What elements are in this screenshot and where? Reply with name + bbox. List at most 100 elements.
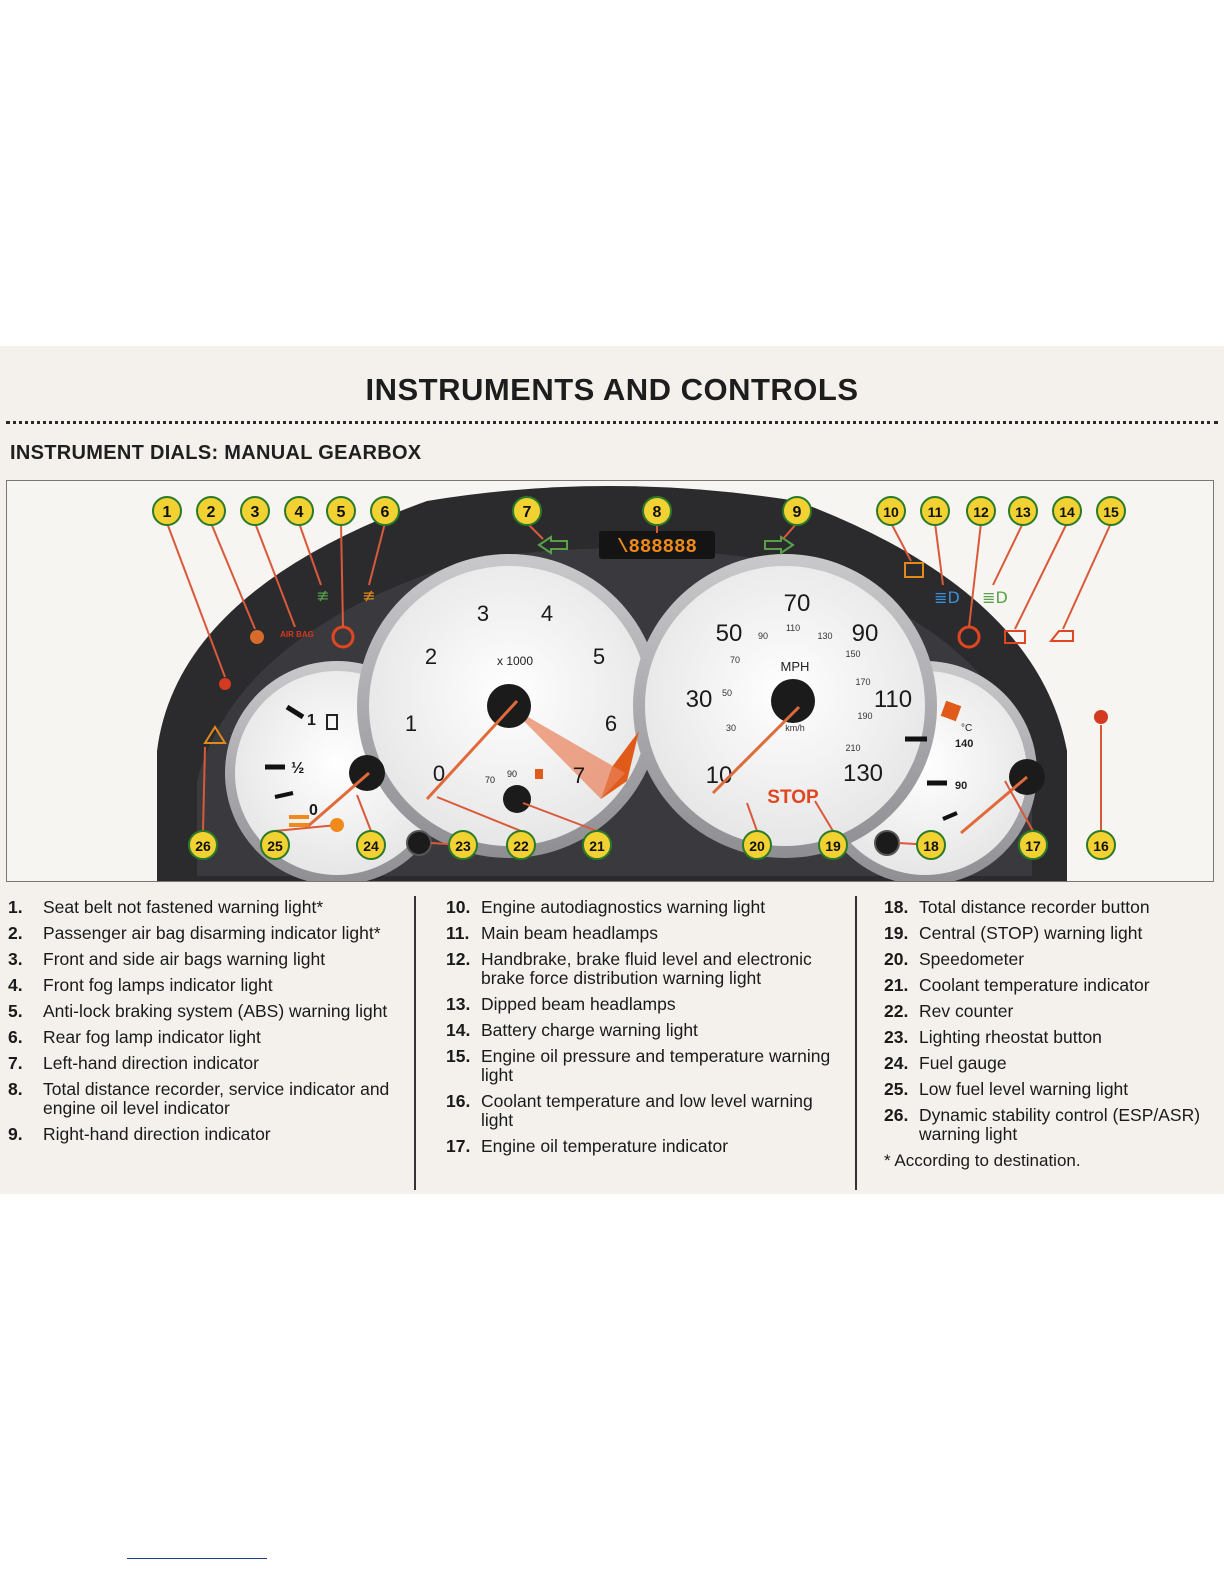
callout-5: 5 [327, 497, 355, 525]
callout-10: 10 [877, 497, 905, 525]
legend-number: 2. [8, 924, 23, 943]
callout-11: 11 [921, 497, 949, 525]
legend-item: 23.Lighting rheostat button [884, 1028, 1224, 1047]
callout-number: 13 [1015, 504, 1031, 520]
front-fog-icon: ≢ [316, 586, 329, 605]
legend-text: Seat belt not fastened warning light* [43, 897, 323, 917]
legend-item: 10.Engine autodiagnostics warning light [446, 898, 832, 917]
legend-item: 5.Anti-lock braking system (ABS) warning… [8, 1002, 392, 1021]
callout-number: 17 [1025, 838, 1041, 854]
legend-number: 24. [884, 1054, 908, 1073]
rev-unit-label: x 1000 [497, 654, 533, 668]
column-divider [414, 896, 416, 1190]
legend-number: 12. [446, 950, 470, 969]
legend-number: 9. [8, 1125, 23, 1144]
legend-text: Total distance recorder button [919, 897, 1150, 917]
rev-tick-7: 7 [573, 763, 585, 788]
rev-tick-2: 2 [425, 644, 437, 669]
callout-number: 10 [883, 504, 899, 520]
speed-tick-30: 30 [686, 686, 713, 713]
legend-text: Rear fog lamp indicator light [43, 1027, 261, 1047]
callout-15: 15 [1097, 497, 1125, 525]
legend-text: Front fog lamps indicator light [43, 975, 273, 995]
legend-item: 20. Speedometer [884, 950, 1224, 969]
callout-19: 19 [819, 831, 847, 859]
callout-number: 5 [337, 504, 346, 521]
callout-number: 3 [251, 504, 260, 521]
kmh-tick-50: 50 [722, 688, 732, 698]
legend-text: Coolant temperature indicator [919, 975, 1150, 995]
coolant-warning-icon [535, 769, 543, 779]
legend-number: 25. [884, 1080, 908, 1099]
total-distance-button [875, 831, 899, 855]
seat-belt-warning-icon [219, 678, 231, 690]
callout-number: 2 [207, 504, 216, 521]
legend-item: 6. Rear fog lamp indicator light [8, 1028, 392, 1047]
legend-text: Speedometer [919, 949, 1024, 969]
legend-text: Coolant temperature and low level warnin… [481, 1091, 813, 1130]
legend-text: Anti-lock braking system (ABS) warning l… [43, 1001, 387, 1021]
callout-number: 26 [195, 838, 211, 854]
kmh-tick-90: 90 [758, 631, 768, 641]
legend-item: 4.Front fog lamps indicator light [8, 976, 392, 995]
instrument-dials-diagram: 0 1 2 3 4 5 6 7 x 1000 70 90 10 30 50 70… [6, 480, 1214, 882]
callout-number: 11 [928, 504, 943, 520]
callout-23: 23 [449, 831, 477, 859]
coolant-warning-light-icon [1094, 710, 1108, 724]
callout-number: 15 [1103, 504, 1119, 520]
legend-text: Dynamic stability control (ESP/ASR) warn… [919, 1105, 1200, 1144]
legend-item: 18.Total distance recorder button [884, 898, 1224, 917]
legend-text: Right-hand direction indicator [43, 1124, 271, 1144]
section-heading: INSTRUMENT DIALS: MANUAL GEARBOX [10, 442, 421, 465]
callout-25: 25 [261, 831, 289, 859]
rev-tick-5: 5 [593, 644, 605, 669]
kmh-tick-210: 210 [845, 743, 860, 753]
fuel-label-full: 1 [307, 712, 316, 729]
callout-number: 23 [455, 838, 471, 854]
callout-7: 7 [513, 497, 541, 525]
coolant-label-90: 90 [507, 769, 517, 779]
callout-number: 24 [363, 838, 379, 854]
callout-8: 8 [643, 497, 671, 525]
callout-20: 20 [743, 831, 771, 859]
footnote: * According to destination. [884, 1151, 1224, 1170]
callout-22: 22 [507, 831, 535, 859]
legend-item: 3. Front and side air bags warning light [8, 950, 392, 969]
callout-number: 8 [653, 504, 662, 521]
legend-item: 17.Engine oil temperature indicator [446, 1137, 832, 1156]
callout-13: 13 [1009, 497, 1037, 525]
legend-item: 12.Handbrake, brake fluid level and elec… [446, 950, 832, 988]
legend-text: Central (STOP) warning light [919, 923, 1142, 943]
legend-text: Dipped beam headlamps [481, 994, 676, 1014]
legend-text: Rev counter [919, 1001, 1013, 1021]
legend-item: 25.Low fuel level warning light [884, 1080, 1224, 1099]
page-title: INSTRUMENTS AND CONTROLS [0, 372, 1224, 408]
legend-number: 6. [8, 1028, 23, 1047]
speed-unit-small: km/h [785, 723, 805, 733]
callout-17: 17 [1019, 831, 1047, 859]
coolant-subdial [503, 785, 531, 813]
legend-item: 1.Seat belt not fastened warning light* [8, 898, 392, 917]
callout-number: 22 [513, 838, 529, 854]
dotted-divider [6, 421, 1218, 424]
legend-item: 7.Left-hand direction indicator [8, 1054, 392, 1073]
callout-number: 18 [923, 838, 939, 854]
speed-tick-130: 130 [843, 760, 883, 787]
kmh-tick-70: 70 [730, 655, 740, 665]
legend-item: 26.Dynamic stability control (ESP/ASR) w… [884, 1106, 1224, 1144]
legend-item: 13.Dipped beam headlamps [446, 995, 832, 1014]
legend-text: Front and side air bags warning light [43, 949, 325, 969]
legend-number: 8. [8, 1080, 23, 1099]
legend-text: Fuel gauge [919, 1053, 1007, 1073]
legend-number: 3. [8, 950, 23, 969]
kmh-tick-190: 190 [857, 711, 872, 721]
speed-unit-label: MPH [781, 659, 810, 674]
lighting-rheostat-button [407, 831, 431, 855]
callout-number: 21 [589, 838, 605, 854]
legend-number: 16. [446, 1092, 470, 1111]
legend-number: 20. [884, 950, 908, 969]
callout-6: 6 [371, 497, 399, 525]
legend-number: 21. [884, 976, 908, 995]
coolant-label-70: 70 [485, 775, 495, 785]
callout-number: 7 [523, 504, 532, 521]
